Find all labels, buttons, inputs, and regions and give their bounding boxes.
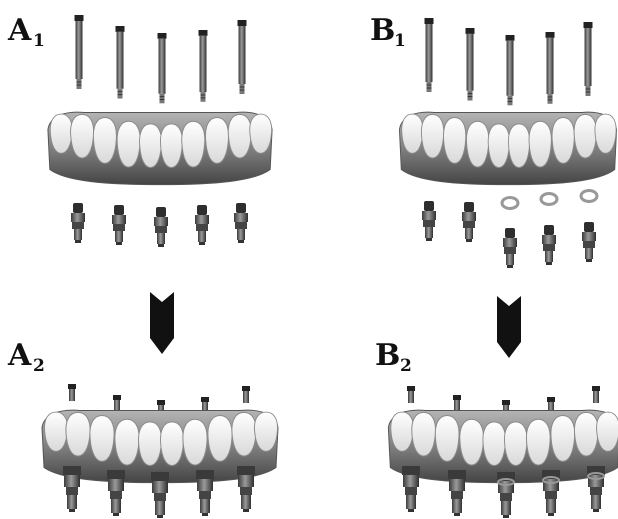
panel-b2-letter: B [375,338,400,373]
abutment-icon [422,201,596,268]
panel-a2: A 2 [7,338,278,518]
panel-a1-letter: A [7,13,32,48]
panel-b1: B 1 [370,13,617,268]
panel-a1: A 1 [7,13,272,247]
panel-b2-subscript: 2 [400,356,412,376]
panel-b1-subscript: 1 [394,31,406,51]
washer-ring-icon [502,191,597,209]
panel-a2-letter: A [7,338,32,373]
abutment-icon [71,203,248,247]
panel-a1-subscript: 1 [33,31,45,51]
dental-bridge-icon [388,410,618,483]
arrow-down-icon [150,292,174,354]
panel-a2-subscript: 2 [33,356,45,376]
arrow-down-icon [497,296,521,358]
dental-bridge-icon [399,112,616,185]
panel-b1-letter: B [370,13,395,48]
screw-icon [425,18,593,105]
dental-bridge-icon [48,112,272,185]
panel-b2: B 2 [375,338,618,518]
screw-icon [75,15,247,103]
